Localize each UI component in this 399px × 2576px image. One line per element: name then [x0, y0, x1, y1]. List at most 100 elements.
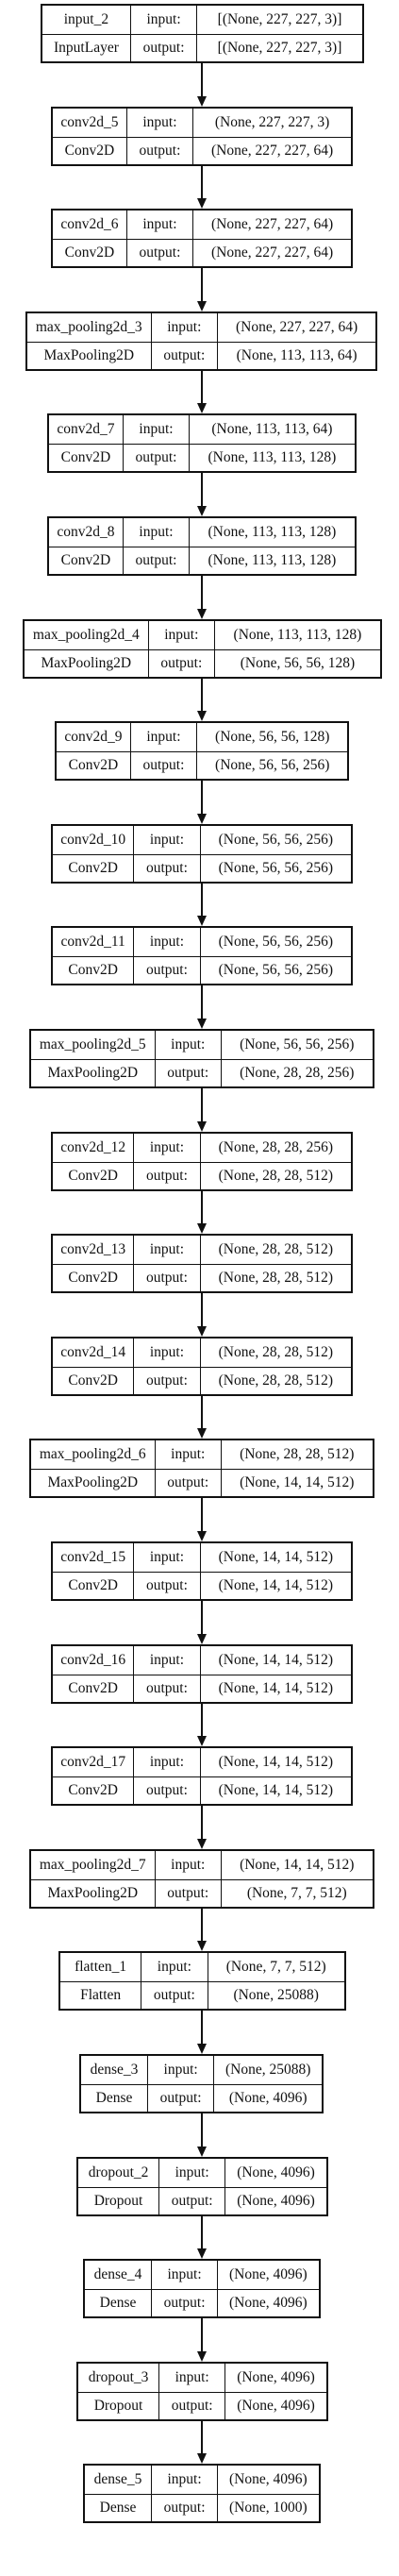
layer-type: Conv2D [53, 853, 134, 883]
output-shape-value: (None, 4096) [213, 2083, 323, 2112]
layer-name: conv2d_8 [57, 524, 115, 540]
input-shape-value: (None, 227, 227, 64) [192, 210, 351, 239]
arrowhead-icon [197, 1839, 207, 1849]
output-label: output: [147, 2083, 214, 2112]
output-shape-value: (None, 113, 113, 128) [189, 546, 355, 574]
layer-type: Dense [85, 2493, 152, 2522]
layer-name: conv2d_9 [64, 729, 123, 745]
output-shape-value: (None, 56, 56, 256) [199, 853, 351, 882]
arrowhead-icon [197, 1941, 207, 1951]
output-shape-value: (None, 4096) [224, 2186, 326, 2214]
input-shape-value: (None, 14, 14, 512) [199, 1748, 351, 1776]
layer-type: MaxPooling2D [31, 1878, 155, 1908]
layer-name: dropout_2 [88, 2164, 149, 2180]
output-label: output: [154, 1878, 221, 1907]
input-label: input: [147, 621, 214, 649]
output-label: output: [141, 1980, 208, 2009]
arrowhead-icon [197, 1736, 207, 1746]
arrowhead-icon [197, 1634, 207, 1644]
input-label: input: [129, 723, 196, 751]
layer-name: conv2d_17 [60, 1754, 126, 1770]
output-label: output: [150, 341, 217, 369]
layer-name: conv2d_13 [60, 1241, 126, 1257]
layer-name: conv2d_11 [60, 934, 125, 950]
input-label: input: [133, 826, 199, 854]
output-label: output: [129, 33, 197, 61]
output-label: output: [151, 2288, 218, 2316]
input-label: input: [122, 518, 189, 547]
arrowhead-icon [197, 2147, 207, 2157]
input-shape-value: (None, 4096) [224, 2364, 326, 2392]
arrowhead-icon [197, 916, 207, 926]
input-shape-value: (None, 4096) [224, 2159, 326, 2187]
input-label: input: [154, 1440, 221, 1469]
input-shape-value: (None, 28, 28, 256) [199, 1134, 351, 1162]
input-shape-value: (None, 7, 7, 512) [207, 1953, 344, 1981]
input-shape-value: (None, 14, 14, 512) [199, 1646, 351, 1675]
layer-name: max_pooling2d_4 [32, 627, 140, 643]
output-shape-value: (None, 113, 113, 128) [189, 443, 355, 471]
output-shape-value: (None, 14, 14, 512) [199, 1776, 351, 1804]
input-shape-value: (None, 14, 14, 512) [199, 1543, 351, 1572]
layer-type: MaxPooling2D [25, 648, 148, 678]
output-shape-value: (None, 56, 56, 256) [199, 955, 351, 984]
output-shape-value: (None, 1000) [217, 2493, 319, 2521]
arrowhead-icon [197, 403, 207, 413]
input-label: input: [122, 415, 189, 444]
output-label: output: [133, 1366, 200, 1394]
output-shape-value: (None, 28, 28, 256) [220, 1058, 373, 1086]
layer-type: Dense [81, 2083, 148, 2113]
input-shape-value: (None, 113, 113, 128) [214, 621, 380, 649]
input-label: input: [151, 2261, 217, 2289]
input-label: input: [151, 2466, 217, 2494]
input-shape-value: (None, 56, 56, 256) [199, 928, 351, 956]
layer-type: Conv2D [49, 443, 123, 472]
output-label: output: [154, 1058, 221, 1086]
output-shape-value: (None, 14, 14, 512) [199, 1674, 351, 1702]
layer-name: conv2d_14 [60, 1344, 126, 1360]
output-shape-value: (None, 4096) [224, 2391, 326, 2419]
layer-type: Conv2D [53, 1776, 134, 1805]
arrowhead-icon [197, 2248, 207, 2259]
layer-type: Conv2D [53, 1161, 134, 1190]
output-shape-value: (None, 25088) [207, 1980, 344, 2009]
arrowhead-icon [197, 2453, 207, 2464]
input-label: input: [133, 1134, 199, 1162]
output-shape-value: (None, 14, 14, 512) [220, 1468, 373, 1496]
arrowhead-icon [197, 609, 207, 619]
layer-name: max_pooling2d_6 [39, 1446, 146, 1462]
input-label: input: [158, 2159, 224, 2187]
input-shape-value: (None, 227, 227, 3) [192, 109, 351, 137]
layer-type: Conv2D [57, 750, 130, 780]
arrowhead-icon [197, 1019, 207, 1029]
input-label: input: [129, 6, 196, 34]
input-shape-value: (None, 113, 113, 64) [189, 415, 354, 444]
layer-type: MaxPooling2D [27, 341, 151, 370]
input-shape-value: (None, 56, 56, 256) [199, 826, 351, 854]
input-shape-value: (None, 28, 28, 512) [199, 1236, 351, 1264]
layer-name: conv2d_6 [60, 216, 119, 232]
layer-name: conv2d_7 [57, 421, 115, 437]
input-shape-value: (None, 56, 56, 256) [220, 1031, 373, 1059]
input-shape-value: [(None, 227, 227, 3)] [196, 6, 362, 34]
output-shape-value: (None, 28, 28, 512) [199, 1366, 351, 1394]
layer-name: max_pooling2d_5 [39, 1036, 146, 1052]
output-label: output: [147, 648, 215, 677]
output-shape-value: (None, 28, 28, 512) [199, 1263, 351, 1291]
layer-type: Flatten [60, 1980, 141, 2010]
